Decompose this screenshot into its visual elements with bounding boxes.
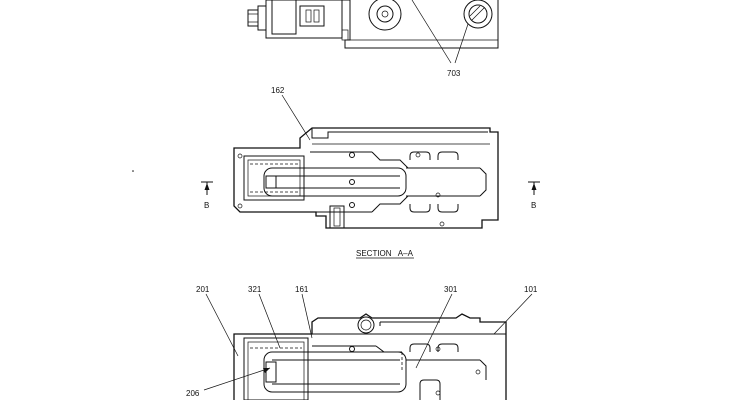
callout-301: 301 <box>444 285 458 294</box>
section-arrow-right <box>528 181 540 195</box>
section-a-a-view <box>233 94 499 229</box>
section-arrow-left-label: B <box>204 201 209 210</box>
top-view <box>247 0 499 64</box>
bottom-view <box>203 293 533 401</box>
callout-206: 206 <box>186 389 200 398</box>
section-arrow-right-label: B <box>531 201 536 210</box>
callout-321: 321 <box>248 285 262 294</box>
section-title: SECTION A–A <box>356 249 414 258</box>
callout-703: 703 <box>447 69 461 78</box>
callout-162: 162 <box>271 86 285 95</box>
callout-201: 201 <box>196 285 210 294</box>
callout-161: 161 <box>295 285 309 294</box>
section-arrow-left <box>201 181 213 195</box>
callout-101: 101 <box>524 285 538 294</box>
stray-dot <box>132 170 134 172</box>
